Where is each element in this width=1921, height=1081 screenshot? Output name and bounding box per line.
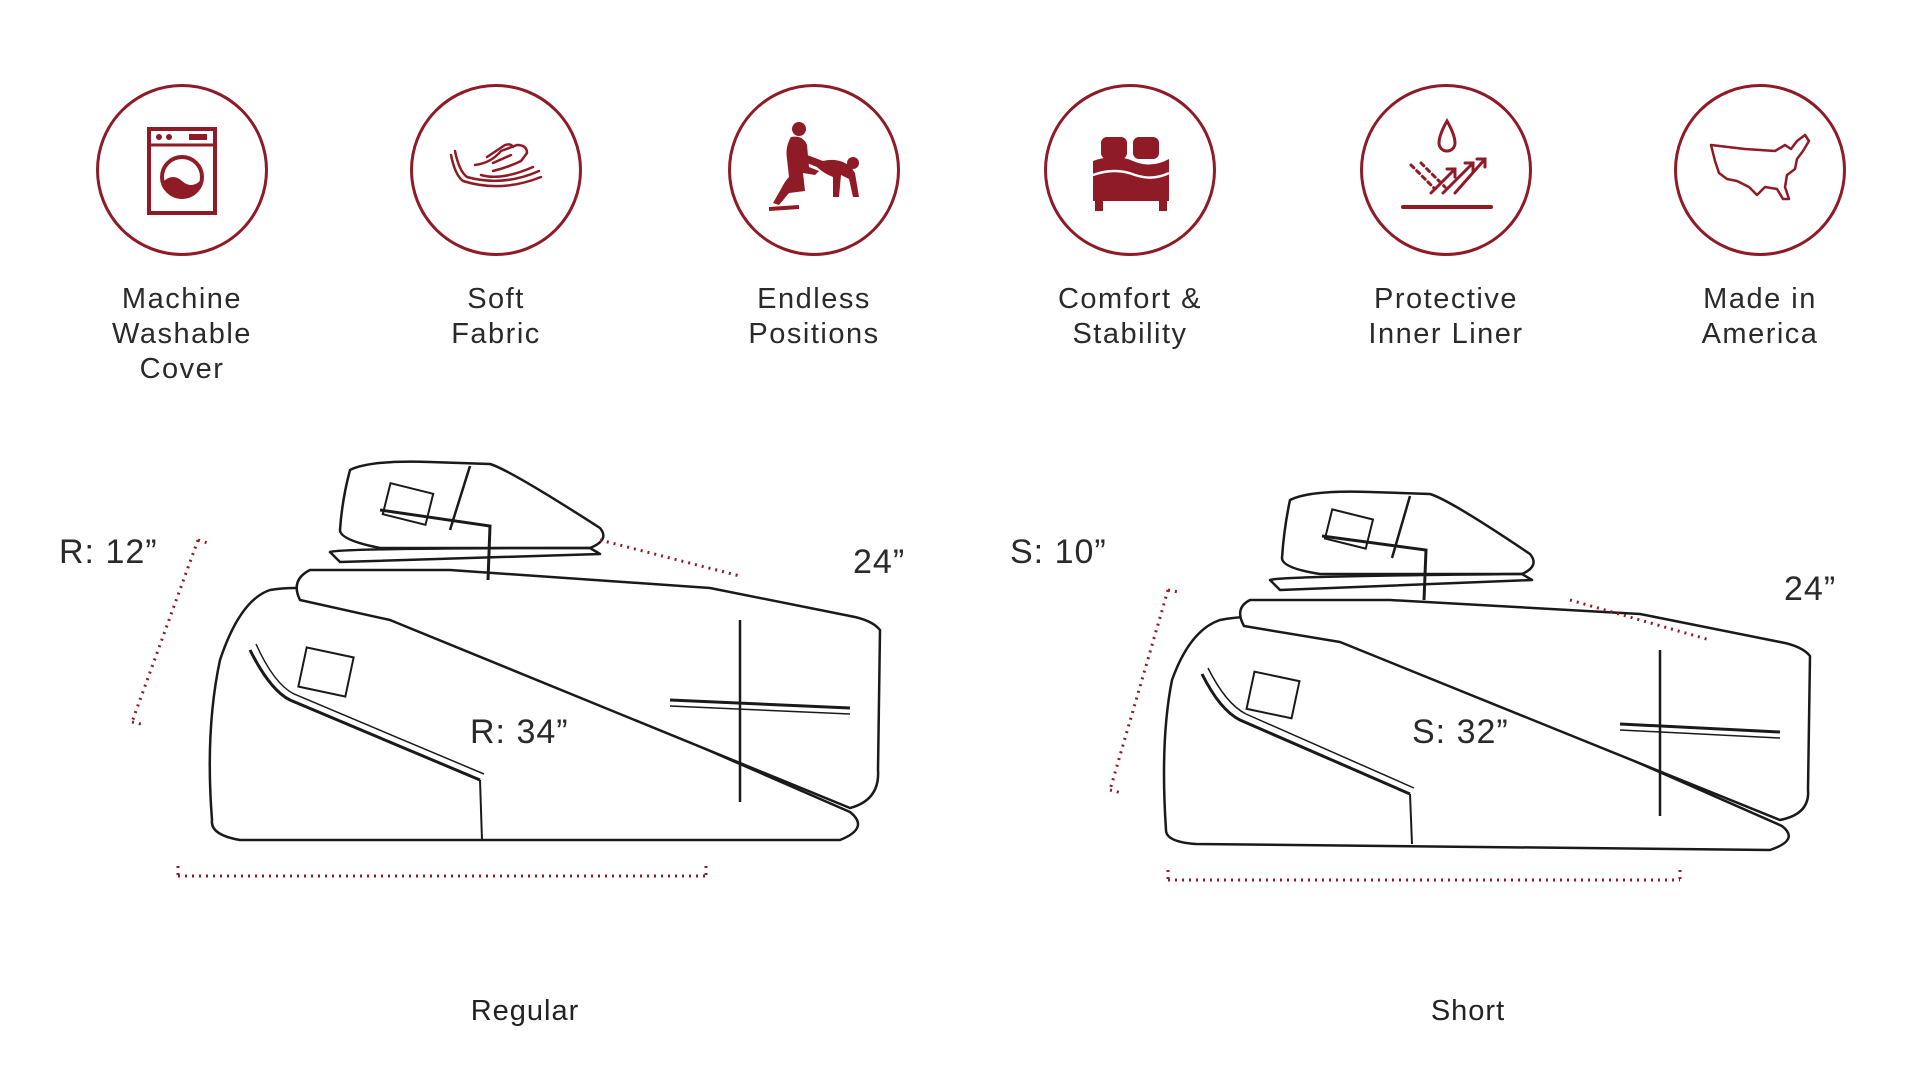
regular-variant-label: Regular xyxy=(470,995,580,1027)
feature-endless-positions: Endless Positions xyxy=(684,84,944,352)
feature-label: Protective Inner Liner xyxy=(1368,283,1524,350)
feature-made-in-america: Made in America xyxy=(1630,84,1890,352)
feature-label: Comfort & Stability xyxy=(1057,283,1203,350)
feature-label: Made in America xyxy=(1701,283,1819,350)
feature-soft-fabric: Soft Fabric xyxy=(366,84,626,352)
positions-icon xyxy=(728,84,900,256)
short-width-label: 24” xyxy=(1784,570,1837,608)
liner-droplet-icon xyxy=(1360,84,1532,256)
bed-icon xyxy=(1044,84,1216,256)
short-wedge-drawing xyxy=(1108,490,1812,882)
feature-protective-liner: Protective Inner Liner xyxy=(1316,84,1576,352)
feature-label: Endless Positions xyxy=(748,283,880,350)
soft-fabric-hand-icon xyxy=(410,84,582,256)
short-length-label: S: 32” xyxy=(1412,713,1509,751)
product-regular-illustration xyxy=(130,430,930,890)
feature-label: Machine Washable Cover xyxy=(112,283,252,385)
regular-width-label: 24” xyxy=(853,543,906,581)
feature-comfort-stability: Comfort & Stability xyxy=(1000,84,1260,352)
regular-wedge-drawing xyxy=(130,460,882,878)
feature-machine-washable: Machine Washable Cover xyxy=(52,84,312,387)
short-variant-label: Short xyxy=(1430,995,1506,1027)
short-height-label: S: 10” xyxy=(1010,533,1107,571)
usa-map-icon xyxy=(1674,84,1846,256)
feature-label: Soft Fabric xyxy=(451,283,541,350)
washing-machine-icon xyxy=(96,84,268,256)
regular-length-label: R: 34” xyxy=(470,713,569,751)
product-short-illustration xyxy=(1108,430,1890,890)
feature-icons-row: Machine Washable Cover Soft Fabric xyxy=(0,0,1921,420)
regular-height-label: R: 12” xyxy=(59,533,158,571)
